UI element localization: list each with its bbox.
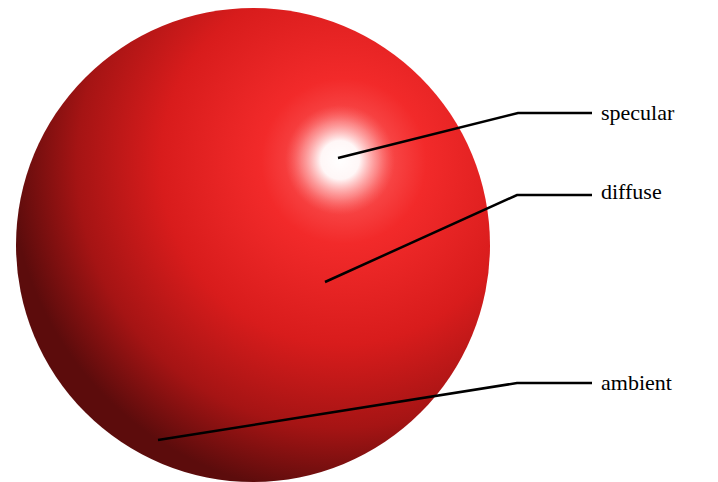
callout-label: specular: [601, 100, 674, 126]
leader-line: [158, 383, 592, 440]
sphere: [16, 8, 490, 482]
callout-label: ambient: [601, 370, 672, 396]
specular-highlight: [285, 105, 395, 215]
leader-line: [338, 113, 592, 158]
callout-label: diffuse: [601, 179, 662, 205]
leader-line: [325, 195, 592, 282]
